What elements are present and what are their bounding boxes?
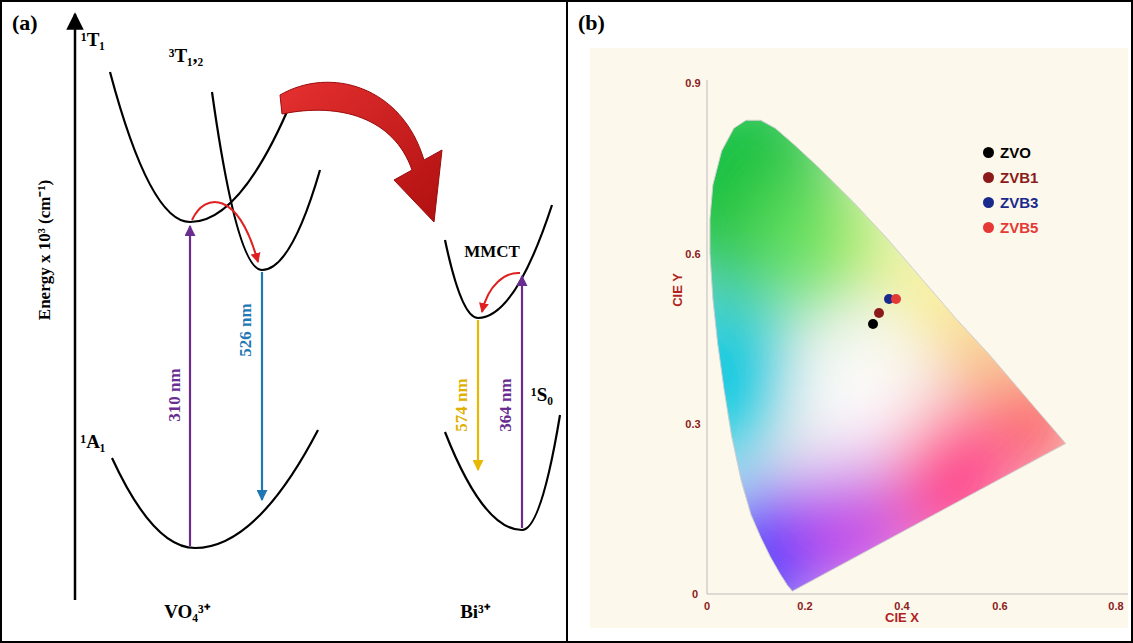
locus-outline: [710, 120, 1066, 591]
emission-arrow: [477, 320, 479, 470]
potential-curve: [212, 92, 320, 270]
legend-text: ZVB3: [1000, 194, 1038, 211]
ion-label: Bi³⁺: [460, 602, 490, 623]
chromaticity-locus: [648, 26, 1133, 643]
legend-text: ZVB5: [1000, 219, 1038, 236]
relaxation-arrow: [192, 202, 258, 262]
energy-axis: [74, 14, 77, 600]
tick-label: 0.6: [992, 600, 1007, 612]
tick-label: 0: [692, 588, 698, 600]
excitation-arrow: [189, 226, 191, 546]
state-label: ¹T₁: [81, 30, 105, 51]
state-label: ³T₁,₂: [169, 46, 204, 67]
data-point: [868, 319, 878, 329]
wavelength-label: 574 nm: [453, 378, 472, 431]
wavelength-label: 526 nm: [237, 303, 256, 356]
tick-label: 0.9: [685, 77, 700, 89]
y-axis: [707, 80, 708, 594]
legend-swatch: [983, 222, 994, 233]
data-point: [874, 308, 884, 318]
emission-arrow: [261, 272, 263, 500]
legend-text: ZVO: [1000, 144, 1031, 161]
legend-swatch: [983, 172, 994, 183]
state-label: ¹A₁: [80, 432, 105, 453]
panel: (a): [0, 0, 568, 643]
axis-title: CIE X: [885, 611, 919, 625]
potential-curve: [112, 430, 318, 548]
tick-label: 0.8: [1108, 600, 1123, 612]
data-point: [891, 294, 901, 304]
x-axis: [707, 594, 1128, 595]
state-label: ¹S₀: [531, 385, 553, 406]
potential-curve: [110, 72, 292, 222]
panel: (b): [566, 0, 1133, 643]
ion-label: VO₄³⁺: [164, 602, 210, 623]
tick-label: 0.4: [894, 600, 909, 612]
relaxation-arrow: [482, 273, 520, 312]
transition-label: MMCT: [464, 243, 520, 262]
energy-transfer-arrow: [280, 82, 442, 222]
cie-chart: [590, 26, 1133, 643]
wavelength-label: 364 nm: [497, 378, 516, 431]
potential-curve: [445, 205, 552, 318]
panel-label: (b): [578, 10, 605, 36]
tick-label: 0.6: [685, 248, 700, 260]
legend-swatch: [983, 197, 994, 208]
excitation-arrow: [521, 276, 523, 528]
panel-label: (a): [12, 10, 38, 36]
axis-title: Energy x 10³ (cm⁻¹): [36, 180, 55, 320]
tick-label: 0: [704, 600, 710, 612]
axis-title: CIE Y: [671, 273, 685, 307]
potential-curve: [445, 415, 560, 530]
legend-text: ZVB1: [1000, 169, 1038, 186]
tick-label: 0.2: [797, 600, 812, 612]
wavelength-label: 310 nm: [166, 368, 185, 421]
tick-label: 0.3: [685, 418, 700, 430]
energy-diagram: [75, 14, 560, 600]
legend-swatch: [983, 147, 994, 158]
